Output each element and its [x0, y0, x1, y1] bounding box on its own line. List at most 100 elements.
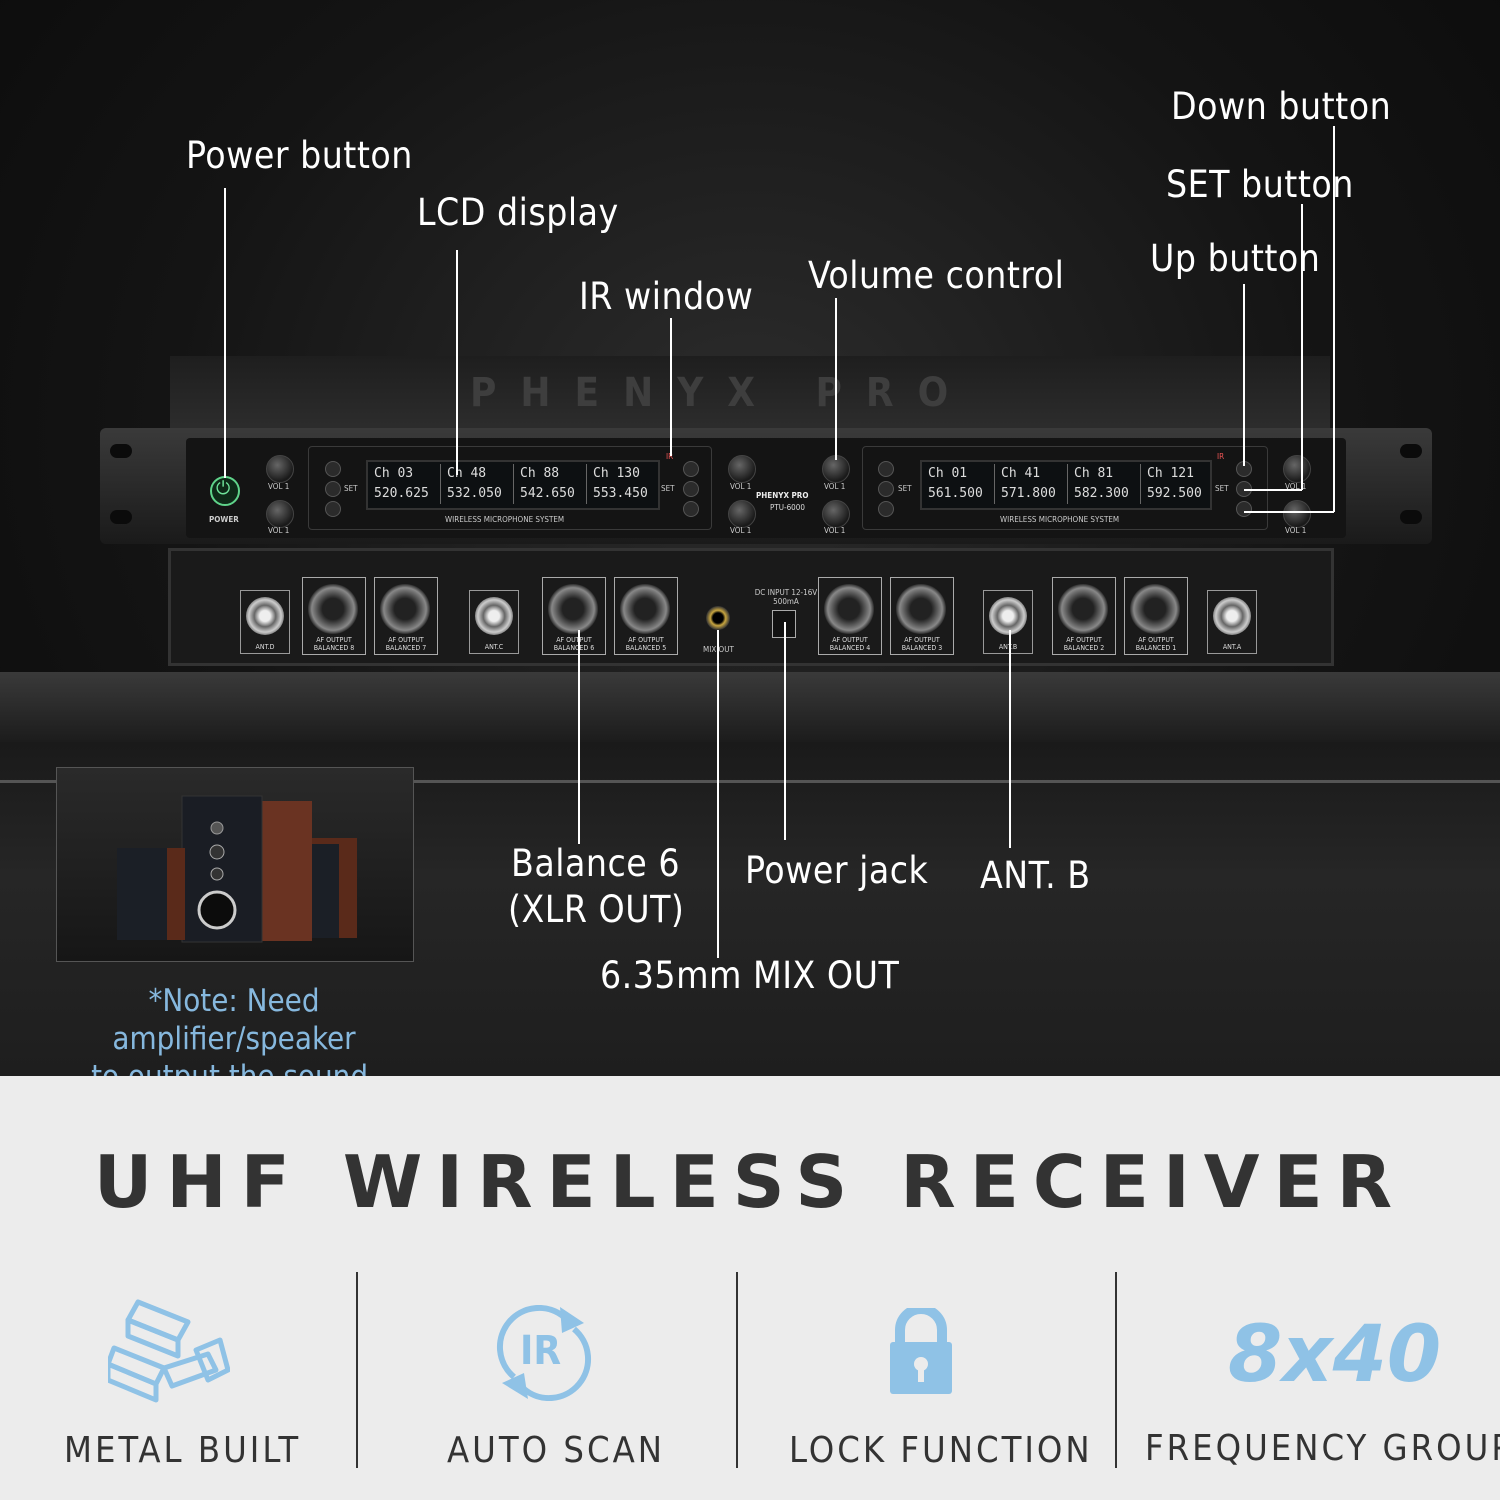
lcd-ch-text: Ch 48: [447, 466, 487, 481]
volume-knob[interactable]: [728, 500, 756, 528]
leader-line: [1244, 511, 1334, 513]
rear-label: ANT.B: [998, 643, 1018, 651]
lcd-freq-text: 553.450: [593, 486, 648, 501]
volume-knob[interactable]: [1283, 455, 1311, 483]
down-button[interactable]: [878, 501, 894, 517]
feature-divider: [736, 1272, 738, 1468]
set-label: SET: [898, 484, 912, 493]
down-button[interactable]: [325, 501, 341, 517]
leader-line: [1244, 489, 1302, 491]
lcd-channel: Ch 81 582.300: [1068, 464, 1141, 504]
rear-label: AF OUTPUT BALANCED 6: [553, 636, 595, 652]
leader-line: [1009, 630, 1011, 848]
vol-label: VOL 1: [1285, 526, 1307, 535]
leader-line: [1301, 204, 1303, 490]
callout-xlr-out: (XLR OUT): [508, 888, 685, 931]
power-icon: ⏻: [216, 478, 231, 499]
callout-power-button: Power button: [186, 134, 413, 177]
rear-label: ANT.A: [1222, 643, 1242, 651]
set-label: SET: [661, 484, 675, 493]
note-line-1: *Note: Need amplifier/speaker: [112, 983, 356, 1057]
xlr-output-1: AF OUTPUT BALANCED 1: [1124, 577, 1188, 655]
antenna-c-connector: ANT.C: [469, 590, 519, 654]
frequency-groups-number: 8x40: [1228, 1310, 1442, 1400]
brand-logo: PHENYX PRO: [756, 491, 809, 500]
mix-out-jack: [706, 606, 730, 630]
leader-line: [456, 250, 458, 475]
rear-label: AF OUTPUT BALANCED 1: [1135, 636, 1177, 652]
note-text: *Note: Need amplifier/speaker to output …: [44, 982, 424, 1076]
rear-label: ANT.C: [484, 643, 504, 651]
xlr-output-4: AF OUTPUT BALANCED 4: [818, 577, 882, 655]
vol-label: VOL 1: [268, 526, 290, 535]
lcd-channel: Ch 01 561.500: [922, 464, 995, 504]
volume-knob[interactable]: [266, 500, 294, 528]
rack-ear-slot: [110, 510, 132, 524]
feature-auto-scan: AUTO SCAN: [447, 1430, 665, 1471]
volume-knob[interactable]: [822, 500, 850, 528]
vol-label: VOL 1: [730, 482, 752, 491]
product-photo-area: PHENYX PRO ⏻ POWER VOL 1 VOL 1 SET Ch 03…: [0, 0, 1500, 1076]
feature-metal-built: METAL BUILT: [64, 1430, 302, 1471]
power-button[interactable]: ⏻: [210, 476, 240, 506]
lcd-display-left: Ch 03 520.625 Ch 48 532.050 Ch 88 542.65…: [366, 460, 660, 510]
lcd-ch-text: Ch 130: [593, 466, 640, 481]
lcd-channel: Ch 03 520.625: [368, 464, 441, 504]
lcd-freq-text: 571.800: [1001, 486, 1056, 501]
receiver-lid: [170, 356, 1330, 436]
lcd-channel: Ch 41 571.800: [995, 464, 1068, 504]
xlr-output-2: AF OUTPUT BALANCED 2: [1052, 577, 1116, 655]
callout-mix-out: 6.35mm MIX OUT: [600, 954, 900, 997]
padlock-icon: [890, 1308, 952, 1394]
vol-label: VOL 1: [268, 482, 290, 491]
callout-down-button: Down button: [1171, 85, 1392, 128]
set-button[interactable]: [325, 481, 341, 497]
set-button[interactable]: [878, 481, 894, 497]
ir-window: IR: [1217, 452, 1225, 461]
rear-label: AF OUTPUT BALANCED 8: [313, 636, 355, 652]
feature-band: [0, 1076, 1500, 1500]
set-label: SET: [1215, 484, 1229, 493]
down-button[interactable]: [683, 501, 699, 517]
xlr-output-5: AF OUTPUT BALANCED 5: [614, 577, 678, 655]
up-button[interactable]: [683, 461, 699, 477]
set-button[interactable]: [683, 481, 699, 497]
lcd-freq-text: 542.650: [520, 486, 575, 501]
shelf-edge: [0, 780, 1500, 783]
down-button[interactable]: [1236, 501, 1252, 517]
vol-label: VOL 1: [824, 526, 846, 535]
xlr-output-8: AF OUTPUT BALANCED 8: [302, 577, 366, 655]
shelf-top: [0, 672, 1500, 742]
xlr-output-6: AF OUTPUT BALANCED 6: [542, 577, 606, 655]
callout-ir-window: IR window: [579, 275, 754, 318]
rear-label: AF OUTPUT BALANCED 3: [901, 636, 943, 652]
leader-line: [578, 630, 580, 844]
xlr-output-3: AF OUTPUT BALANCED 3: [890, 577, 954, 655]
dc-input-label: DC INPUT 12-16V 500mA: [754, 588, 818, 606]
lcd-channel: Ch 88 542.650: [514, 464, 587, 504]
xlr-output-7: AF OUTPUT BALANCED 7: [374, 577, 438, 655]
ir-scan-icon: [496, 1305, 592, 1401]
lcd-channel: Ch 130 553.450: [587, 464, 657, 504]
volume-knob[interactable]: [728, 455, 756, 483]
volume-knob[interactable]: [266, 455, 294, 483]
lcd-ch-text: Ch 41: [1001, 466, 1041, 481]
feature-frequency-groups: FREQUENCY GROUPS: [1145, 1428, 1500, 1469]
lcd-freq-text: 520.625: [374, 486, 429, 501]
antenna-b-connector: ANT.B: [983, 590, 1033, 654]
rack-ear-slot: [1400, 444, 1422, 458]
lcd-freq-text: 561.500: [928, 486, 983, 501]
leader-line: [1333, 126, 1335, 512]
ir-window: IR: [666, 452, 674, 461]
lcd-channel: Ch 121 592.500: [1141, 464, 1209, 504]
rack-ear-slot: [110, 444, 132, 458]
up-button[interactable]: [878, 461, 894, 477]
volume-knob[interactable]: [1283, 500, 1311, 528]
callout-up-button: Up button: [1150, 237, 1321, 280]
leader-line: [670, 318, 672, 456]
feature-lock-function: LOCK FUNCTION: [789, 1430, 1093, 1471]
lcd-ch-text: Ch 03: [374, 466, 414, 481]
callout-ant-b: ANT. B: [980, 854, 1091, 897]
rear-label: AF OUTPUT BALANCED 2: [1063, 636, 1105, 652]
up-button[interactable]: [325, 461, 341, 477]
